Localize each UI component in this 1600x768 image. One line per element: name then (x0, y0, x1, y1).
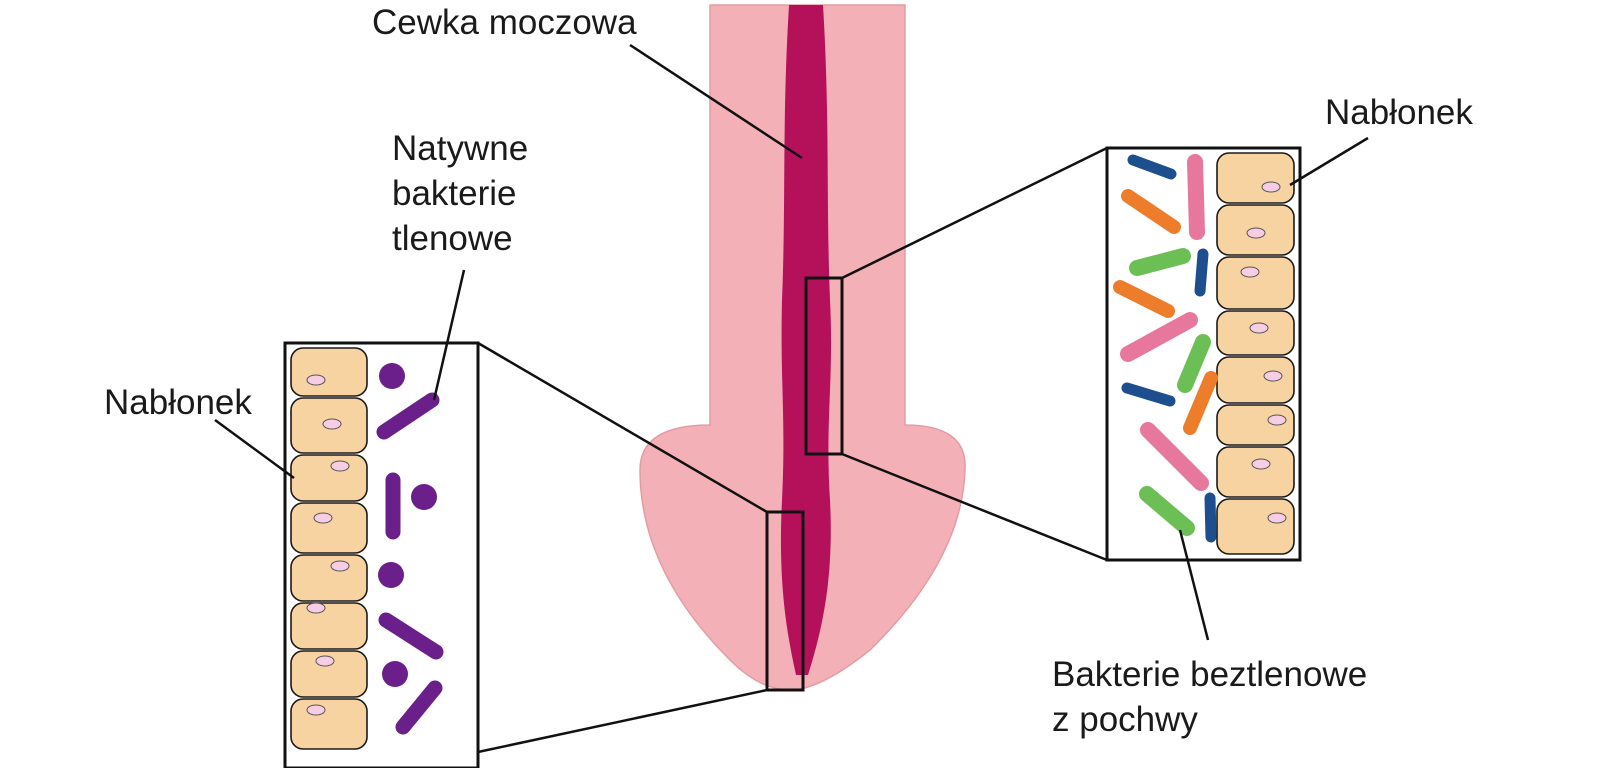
leader-urethra (629, 43, 803, 160)
zoom-line-left-bottom (477, 688, 768, 754)
zoom-marker-lower (765, 510, 805, 692)
label-aerobic-1: Natywne (392, 129, 528, 168)
label-epithelium-left: Nabłonek (104, 383, 252, 422)
zoom-marker-upper (804, 276, 844, 456)
left-zoom-panel (283, 341, 480, 768)
label-urethra: Cewka moczowa (372, 3, 637, 42)
left-epithelium-cells (290, 347, 368, 750)
anaerobic-bacteria (1113, 154, 1218, 543)
zoom-line-left-top (477, 341, 768, 514)
label-aerobic-2: bakterie (392, 174, 517, 213)
zoom-line-right-top (841, 146, 1108, 280)
right-epithelium-cells (1216, 152, 1295, 555)
leader-anaerobic (1178, 529, 1210, 641)
label-aerobic-3: tlenowe (392, 219, 513, 258)
label-anaerobic-2: z pochwy (1052, 700, 1198, 739)
aerobic-bacteria (376, 363, 444, 735)
leader-epithelium-left (214, 418, 295, 480)
leader-aerobic (432, 269, 466, 401)
label-anaerobic-1: Bakterie beztlenowe (1052, 655, 1367, 694)
right-zoom-panel (1105, 146, 1302, 562)
label-epithelium-right: Nabłonek (1325, 93, 1473, 132)
leader-epithelium-right (1289, 136, 1369, 187)
zoom-line-right-bottom (841, 452, 1108, 562)
